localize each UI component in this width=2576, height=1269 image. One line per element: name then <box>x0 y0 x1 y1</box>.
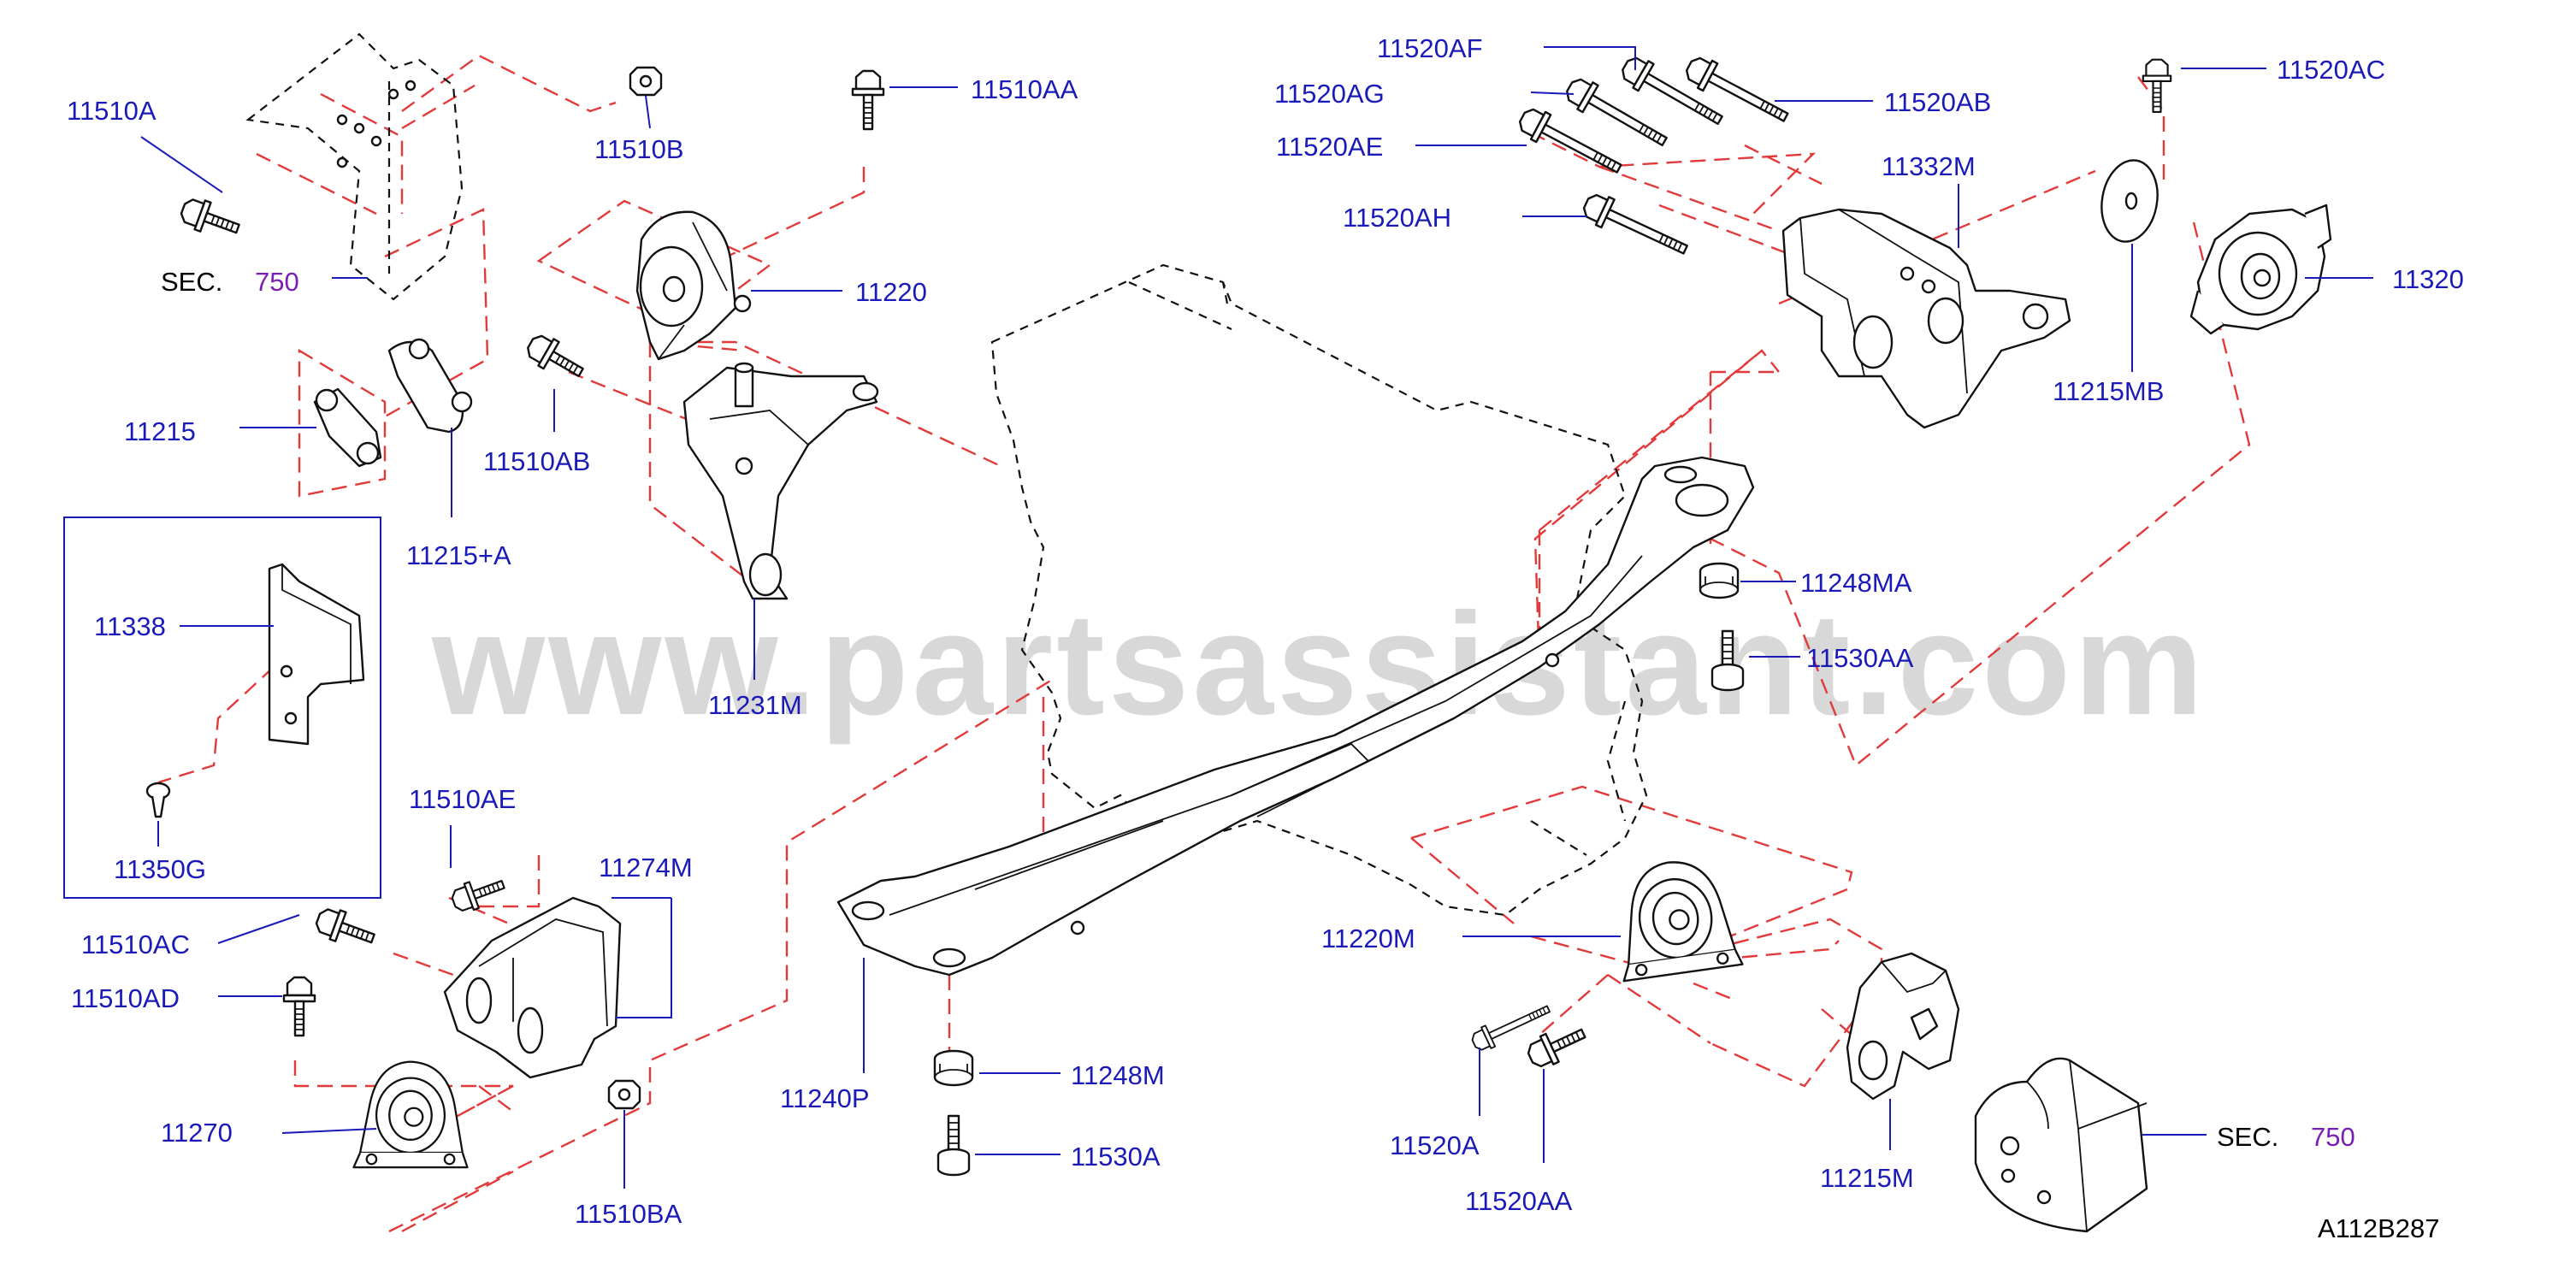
label-11520ae[interactable]: 11520AE <box>1276 132 1383 162</box>
bracket-11338[interactable] <box>268 563 365 746</box>
label-11510a[interactable]: 11510A <box>67 96 157 126</box>
label-11530aa[interactable]: 11530AA <box>1806 643 1914 673</box>
label-11240p[interactable]: 11240P <box>780 1083 870 1113</box>
label-11215a[interactable]: 11215+A <box>406 540 511 570</box>
bolt-11520ah-icon[interactable] <box>1578 188 1693 265</box>
label-11338[interactable]: 11338 <box>94 611 166 641</box>
bolt-11510a-icon[interactable] <box>176 193 245 245</box>
bolt-11510ae-icon[interactable] <box>448 870 509 917</box>
label-11270[interactable]: 11270 <box>161 1118 233 1148</box>
label-11248ma[interactable]: 11248MA <box>1800 568 1912 598</box>
stopper-11248m-icon[interactable] <box>933 1049 974 1087</box>
label-11248m[interactable]: 11248M <box>1071 1060 1165 1090</box>
label-11520af[interactable]: 11520AF <box>1377 33 1483 63</box>
nut-11510b-icon[interactable] <box>629 66 663 97</box>
bolt-11530a-icon[interactable] <box>936 1114 971 1177</box>
bolt-11520aa-icon[interactable] <box>1522 1018 1592 1073</box>
label-11520ag[interactable]: 11520AG <box>1274 79 1385 109</box>
label-11215mb[interactable]: 11215MB <box>2053 376 2164 406</box>
inset-box <box>63 516 381 899</box>
stopper-11248ma-icon[interactable] <box>1699 562 1740 599</box>
bracket-11274m[interactable] <box>443 896 622 1079</box>
label-11520ah[interactable]: 11520AH <box>1343 203 1451 233</box>
label-11510aa[interactable]: 11510AA <box>971 74 1078 104</box>
label-11530a[interactable]: 11530A <box>1071 1142 1161 1172</box>
section-ref-number[interactable]: 750 <box>2311 1122 2355 1152</box>
bracket-11332m[interactable] <box>1781 208 2071 429</box>
label-11350g[interactable]: 11350G <box>114 854 206 884</box>
label-11220[interactable]: 11220 <box>855 277 927 307</box>
sec-750-lower-block <box>1974 1057 2148 1233</box>
bolt-11510aa-icon[interactable] <box>851 69 885 131</box>
label-11231m[interactable]: 11231M <box>708 690 802 720</box>
front-crossmember[interactable] <box>836 456 1755 977</box>
label-11320[interactable]: 11320 <box>2392 264 2464 294</box>
label-11510ac[interactable]: 11510AC <box>81 930 190 959</box>
nut-11510ba-icon[interactable] <box>607 1079 641 1110</box>
bolt-11510ab-icon[interactable] <box>522 328 590 387</box>
section-ref-prefix: SEC. <box>161 267 222 297</box>
bolt-11510ac-icon[interactable] <box>311 903 380 954</box>
bolt-11520ac-icon[interactable] <box>2142 58 2172 113</box>
label-11220m[interactable]: 11220M <box>1321 924 1415 953</box>
diagram-code: A112B287 <box>2318 1213 2440 1243</box>
label-11520aa[interactable]: 11520AA <box>1465 1186 1573 1216</box>
leader-lines <box>140 46 2373 1189</box>
label-11510ad[interactable]: 11510AD <box>71 983 180 1013</box>
label-11510ba[interactable]: 11510BA <box>575 1199 682 1229</box>
label-11332m[interactable]: 11332M <box>1882 151 1976 181</box>
washer-11215mb-icon[interactable] <box>2095 156 2164 246</box>
bracket-11231m[interactable] <box>682 362 879 600</box>
bolt-11520ab-icon[interactable] <box>1681 50 1794 133</box>
label-11215[interactable]: 11215 <box>124 416 196 446</box>
engine-mount-11270[interactable] <box>352 1060 469 1169</box>
engine-mount-11320[interactable] <box>2189 204 2332 335</box>
label-11510ab[interactable]: 11510AB <box>483 446 590 476</box>
label-11510b[interactable]: 11510B <box>594 134 684 164</box>
insulator-11215a[interactable] <box>387 338 473 434</box>
engine-mount-11220m[interactable] <box>1607 853 1744 983</box>
bolt-11510ad-icon[interactable] <box>282 976 316 1037</box>
label-11215m[interactable]: 11215M <box>1820 1163 1914 1193</box>
label-11274m[interactable]: 11274M <box>599 853 693 882</box>
label-11520a[interactable]: 11520A <box>1390 1130 1480 1160</box>
label-11520ac[interactable]: 11520AC <box>2277 55 2385 85</box>
engine-block-outline <box>990 263 1648 917</box>
section-ref-number[interactable]: 750 <box>255 267 299 297</box>
insulator-11215[interactable] <box>313 387 382 468</box>
label-11520ab[interactable]: 11520AB <box>1884 87 1991 117</box>
sec-750-bracket-outline <box>245 32 464 301</box>
label-11510ae[interactable]: 11510AE <box>409 784 516 814</box>
part-labels: 11510A 11510B 11510AA 11220 11215 11215+… <box>67 33 2464 1243</box>
clip-11350g-icon[interactable] <box>145 782 171 818</box>
insulator-11215m[interactable] <box>1846 952 1960 1101</box>
engine-mount-11220[interactable] <box>635 210 752 361</box>
section-ref-prefix: SEC. <box>2217 1122 2278 1152</box>
watermark: www.partsassistant.com <box>431 583 2207 746</box>
